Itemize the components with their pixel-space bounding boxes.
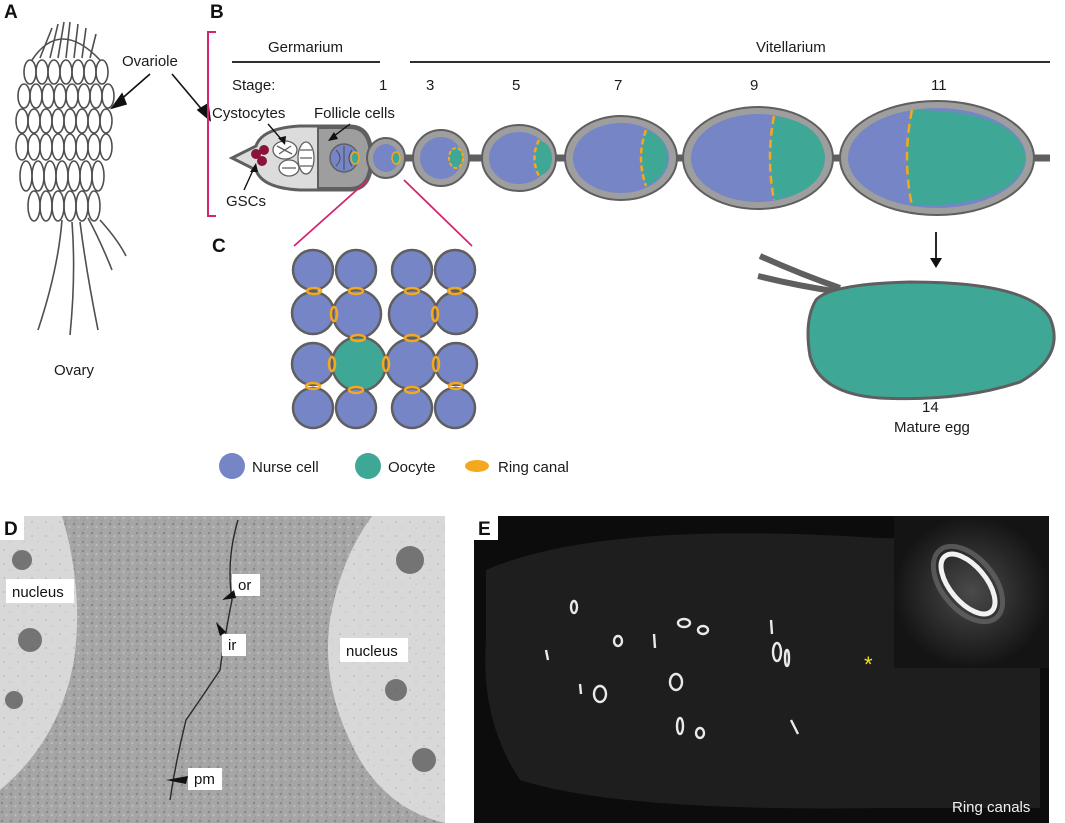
- legend-oocyte: Oocyte: [388, 459, 436, 476]
- panel-label-e: E: [478, 519, 491, 540]
- oocyte-asterisk: *: [864, 652, 873, 677]
- legend: Nurse cell Oocyte Ring canal: [219, 453, 569, 479]
- em-pm-label: pm: [194, 771, 215, 788]
- mature-stage-label: 14: [922, 399, 939, 416]
- cystocytes-label: Cystocytes: [212, 105, 285, 122]
- em-or-arrow: [222, 590, 236, 600]
- panel-label-a: A: [4, 2, 18, 23]
- oocyte-cell: [330, 335, 388, 393]
- em-nucleus-left: nucleus: [12, 584, 64, 601]
- ovariole-arrows: [110, 73, 212, 122]
- ovariole-label: Ovariole: [122, 53, 178, 70]
- follicle-cells-label: Follicle cells: [314, 105, 395, 122]
- stage-7-label: 7: [614, 77, 622, 94]
- ovary-label: Ovary: [54, 362, 95, 379]
- ovary-drawing: [15, 21, 127, 336]
- stage-3-chamber: [412, 129, 470, 187]
- legend-ring-canal: Ring canal: [498, 459, 569, 476]
- em-nucleus-right: nucleus: [346, 643, 398, 660]
- panel-label-b: B: [210, 2, 224, 23]
- em-ir-label: ir: [228, 637, 236, 654]
- stage-5-label: 5: [512, 77, 520, 94]
- ring-canals: [304, 286, 465, 395]
- zoom-line-right: [403, 179, 473, 247]
- em-pm-arrow: [166, 776, 188, 784]
- stage-9-chamber: [682, 106, 834, 210]
- panel-b-bracket: [207, 31, 216, 217]
- gscs-label: GSCs: [226, 193, 266, 210]
- mature-egg-label: Mature egg: [894, 419, 970, 436]
- stage-11-chamber: [839, 100, 1035, 216]
- stage-1-label: 1: [379, 77, 387, 94]
- germarium-drawing: [228, 124, 374, 192]
- legend-nurse-cell: Nurse cell: [252, 459, 319, 476]
- gsc-cell: [251, 149, 261, 159]
- stage-9-label: 9: [750, 77, 758, 94]
- zoom-line-left: [293, 179, 369, 247]
- em-ir-arrow: [216, 622, 226, 636]
- em-image: [0, 516, 445, 823]
- stage-11-label: 11: [931, 77, 947, 94]
- em-or-label: or: [238, 577, 251, 594]
- stage-5-chamber: [481, 124, 557, 192]
- germarium-label: Germarium: [268, 39, 343, 56]
- panel-label-d: D: [4, 519, 18, 540]
- stage-label: Stage:: [232, 77, 275, 94]
- mature-egg-drawing: [757, 253, 1056, 401]
- legend-nurse-swatch: [219, 453, 245, 479]
- legend-ring-swatch: [465, 460, 489, 472]
- ring-canals-caption: Ring canals: [952, 799, 1030, 816]
- panel-label-c: C: [212, 236, 226, 257]
- ring-canal-inset: [894, 516, 1049, 668]
- stage-3-label: 3: [426, 77, 434, 94]
- stage-1-chamber: [366, 137, 406, 179]
- vitellarium-label: Vitellarium: [756, 39, 826, 56]
- stage-7-chamber: [564, 115, 678, 201]
- fluorescence-image: [474, 516, 1049, 823]
- legend-oocyte-swatch: [355, 453, 381, 479]
- cyst-cell-grid: [290, 248, 479, 430]
